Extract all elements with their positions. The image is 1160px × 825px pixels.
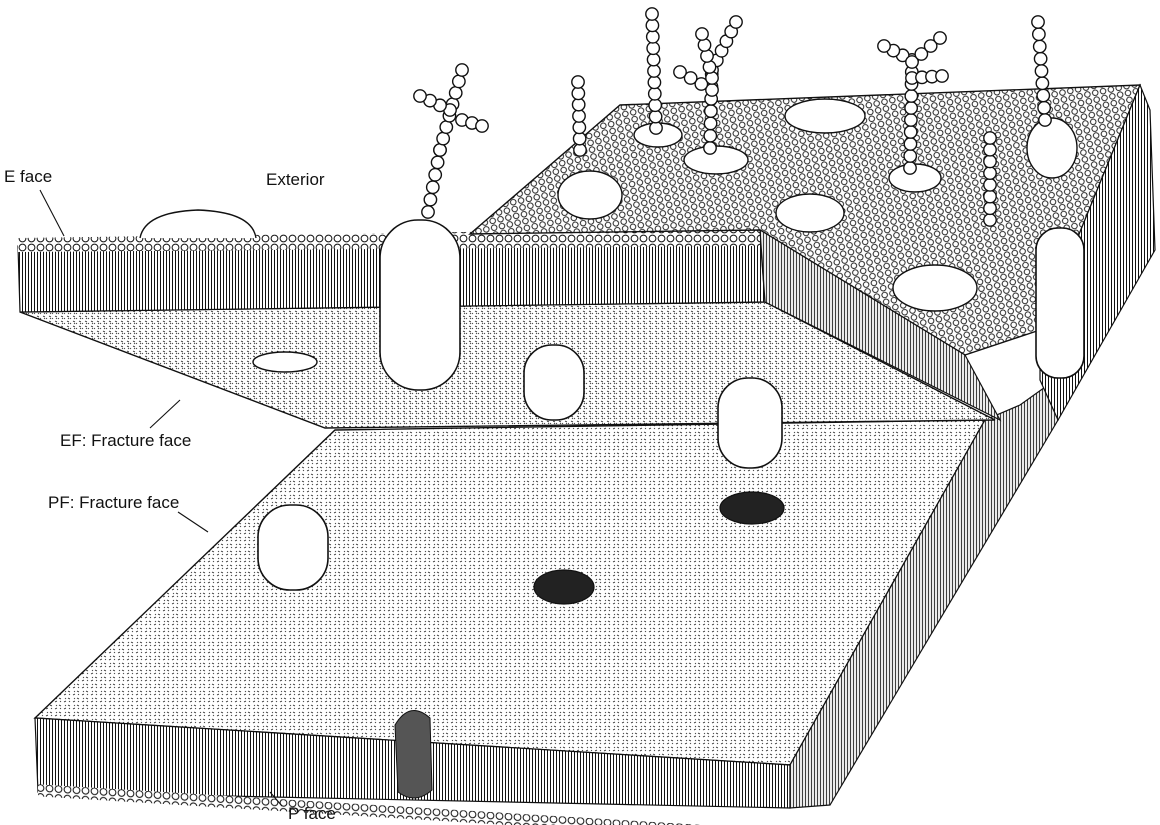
glycan-bead [574,144,586,156]
glycan-bead [1034,53,1046,65]
glycan-bead [878,40,890,52]
glycan-bead [704,117,716,129]
glycan-bead [730,16,742,28]
glycan-bead [427,181,439,193]
glycan-bead [1036,77,1048,89]
glycan-bead [434,144,446,156]
ef-fracture-face-label: EF: Fracture face [60,432,191,449]
glycan-bead [1032,16,1044,28]
glycan-bead [572,76,584,88]
glycan-bead [704,142,716,154]
glycan-bead [648,65,660,77]
pf-front-notch [395,710,432,798]
glycan-bead [905,114,917,126]
glycan-bead [984,179,996,191]
glycan-bead [984,144,996,156]
glycan-bead [674,66,686,78]
e-face-leader [40,190,64,236]
surface-protein [558,171,622,219]
surface-protein [776,194,844,232]
ef-protein-particle [718,378,782,468]
surface-protein [1027,118,1077,178]
pf-pit [720,492,784,524]
glycan-bead [440,121,452,133]
glycan-bead [1035,65,1047,77]
glycan-bead [701,50,713,62]
glycan-bead [453,75,465,87]
e-face-label: E face [4,168,52,185]
glycan-bead [984,132,996,144]
glycan-bead [572,87,584,99]
edge-protein [1036,228,1084,378]
surface-protein [893,265,977,311]
glycan-bead [422,206,434,218]
ef-protein-particle [524,345,584,420]
glycan-bead [431,156,443,168]
glycan-bead [705,105,717,117]
glycan-bead [573,121,585,133]
glycan-bead [649,88,661,100]
glycan-bead [424,193,436,205]
glycan-bead [706,72,718,84]
glycan-bead [573,110,585,122]
glycan-bead [646,19,658,31]
pf-fracture-face-label: PF: Fracture face [48,494,179,511]
glycan-bead [1039,114,1051,126]
glycan-bead [934,32,946,44]
glycan-bead [650,122,662,134]
pf-leader [178,512,208,532]
glycan-bead [649,110,661,122]
exterior-label: Exterior [266,171,325,188]
e-face-surface-protein [140,210,256,238]
glycan-bead [984,167,996,179]
glycan-bead [476,120,488,132]
glycan-bead [904,138,916,150]
glycan-bead [904,162,916,174]
glycan-bead [984,202,996,214]
glycan-bead [703,61,715,73]
pf-protein-particle [258,505,328,590]
glycan-bead [648,76,660,88]
ef-leader [150,400,180,428]
glycan-bead [1033,28,1045,40]
glycan-bead [414,90,426,102]
glycan-bead [647,31,659,43]
glycan-bead [1037,89,1049,101]
transmembrane-protein-large [380,220,460,390]
glycan-bead [936,70,948,82]
glycan-bead [698,39,710,51]
pf-pit [534,570,594,604]
glycan-bead [904,126,916,138]
glycan-bead [456,64,468,76]
glycan-bead [704,130,716,142]
glycan-bead [905,102,917,114]
glycan-bead [572,98,584,110]
glycan-bead [647,53,659,65]
glycan-bead [904,150,916,162]
glycan-bead [984,214,996,226]
ef-pit [253,352,317,372]
glycan-bead [905,90,917,102]
glycan-bead [450,87,462,99]
glycan-bead [429,169,441,181]
glycan-bead [646,8,658,20]
glycan-bead [573,132,585,144]
glycan-bead [1038,102,1050,114]
p-face-label: P face [288,805,336,822]
glycan-bead [696,28,708,40]
surface-protein [785,99,865,133]
glycan-bead [984,190,996,202]
glycan-bead [647,42,659,54]
glycan-bead [437,132,449,144]
glycan-bead [984,155,996,167]
glycan-bead [649,99,661,111]
glycan-bead [1034,40,1046,52]
